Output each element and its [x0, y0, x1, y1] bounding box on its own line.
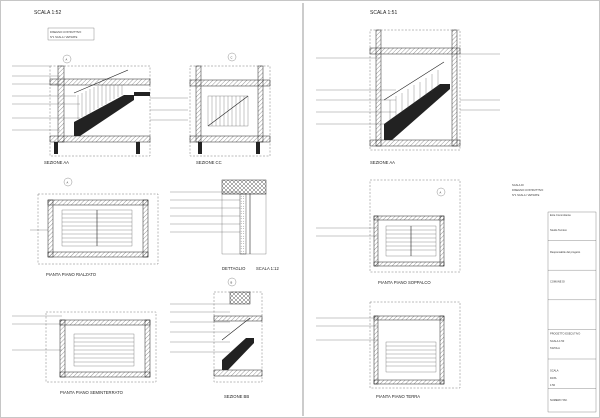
view-label-sez-aa-left: SEZIONE AA — [44, 160, 69, 165]
title-block-row: Studio Tecnico — [550, 228, 567, 232]
view-label-pianta-rialzato: PIANTA PIANO RIALZATO — [46, 272, 97, 277]
view-label-sez-bb: SEZIONE BB — [224, 394, 249, 399]
section-marker-a-plan — [63, 177, 73, 187]
scale-right: SCALA 1:51 — [370, 10, 397, 16]
marker-c: C — [231, 56, 233, 60]
title-block-row: NUMERO TAV. — [550, 398, 568, 402]
legend-right-line3: N°1 SCALA / VETRATE — [512, 193, 540, 197]
marker-a-right: A — [440, 191, 442, 195]
title-block-row: DATA — [550, 376, 557, 380]
view-label-dettaglio: DETTAGLIO — [222, 266, 246, 271]
title-block-row: TAVOLA — [550, 346, 560, 350]
section-bb: SEZIONE BB B — [170, 277, 263, 399]
title-block-row: COMUNE DI — [550, 280, 565, 284]
title-block-row: Ente Committente — [550, 213, 571, 217]
legend-left-line1: DISEGNO COSTRUTTIVO — [50, 30, 81, 34]
title-block-row: Responsabile del progetto — [550, 250, 581, 254]
plan-raised-floor: PIANTA PIANO RIALZATO A — [30, 177, 159, 277]
view-label-sez-cc: SEZIONE CC — [196, 160, 222, 165]
section-marker-c — [227, 52, 237, 62]
view-label-pianta-soppalco: PIANTA PIANO SOPPALCO — [378, 280, 431, 285]
section-marker-a-top — [62, 54, 72, 64]
section-marker-b — [227, 277, 237, 287]
view-label-pianta-terra: PIANTA PIANO TERRA — [376, 394, 420, 399]
legend-right-line1: SCALA DI — [512, 183, 524, 187]
detail-view: DETTAGLIO SCALA 1:12 — [170, 179, 279, 271]
plan-basement: PIANTA PIANO SEMINTERRATO — [12, 311, 157, 395]
section-cc: SEZIONE CC C — [189, 52, 271, 165]
legend-right: SCALA DI DISEGNO COSTRUTTIVO N°1 SCALA /… — [512, 183, 543, 197]
detail-scale: SCALA 1:12 — [256, 266, 279, 271]
section-marker-a-right — [436, 187, 446, 197]
section-aa-left: SEZIONE AA A — [12, 54, 188, 165]
marker-a-top: A — [66, 58, 68, 62]
marker-a-plan: A — [67, 181, 69, 185]
view-label-sez-aa-right: SEZIONE AA — [370, 160, 395, 165]
view-label-pianta-seminterrato: PIANTA PIANO SEMINTERRATO — [60, 390, 124, 395]
title-block-row: SCALA — [550, 368, 559, 372]
title-block-row: SCALA 1:50 — [550, 339, 565, 343]
legend-left: DISEGNO COSTRUTTIVO N°1 SCALA / VETRATE — [47, 27, 95, 41]
title-block-row: PROGETTO ESECUTIVO — [550, 331, 580, 335]
title-block-row: 1:50 — [550, 383, 556, 387]
legend-right-line2: DISEGNO COSTRUTTIVO — [512, 188, 543, 192]
marker-b: B — [231, 281, 233, 285]
plan-mezzanine: PIANTA PIANO SOPPALCO A — [316, 179, 461, 285]
section-aa-right: SEZIONE AA — [316, 29, 500, 165]
scale-left: SCALA 1:52 — [34, 10, 61, 16]
legend-left-line2: N°1 SCALA / VETRATE — [50, 35, 78, 39]
plan-ground-floor: PIANTA PIANO TERRA — [316, 301, 461, 399]
